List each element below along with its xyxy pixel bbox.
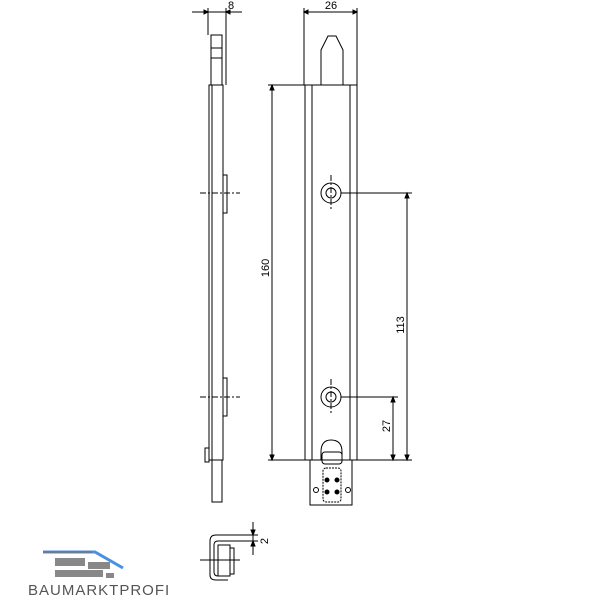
dim-side-width: 8 <box>228 0 234 12</box>
side-view <box>192 8 242 503</box>
dim-thickness: 2 <box>259 538 271 544</box>
dim-front-width: 26 <box>325 0 337 12</box>
logo-text: BAUMARKTPROFI <box>28 582 171 599</box>
dim-hole-spacing: 113 <box>395 316 407 334</box>
dim-total-length: 160 <box>260 259 272 277</box>
dimension-lines <box>268 83 412 462</box>
front-view <box>302 8 359 506</box>
logo-graphic <box>43 550 124 578</box>
bottom-view <box>200 522 258 581</box>
dim-lower-hole: 27 <box>381 420 393 432</box>
